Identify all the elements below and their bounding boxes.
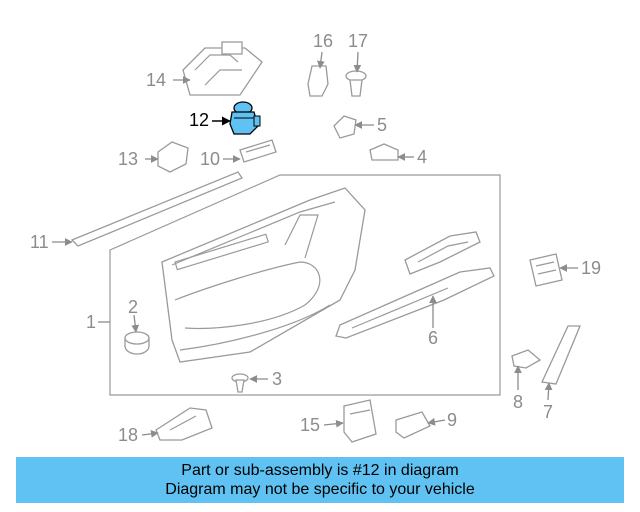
cup-holder-18	[155, 407, 213, 441]
callout-10: 10	[200, 149, 220, 169]
callout-18: 18	[118, 425, 138, 445]
armrest-trim	[335, 267, 495, 339]
callout-12: 12	[189, 110, 209, 130]
callout-17: 17	[348, 31, 368, 51]
callout-5: 5	[377, 115, 387, 135]
callout-8: 8	[513, 392, 523, 412]
info-banner: Part or sub-assembly is #12 in diagram D…	[16, 457, 624, 503]
callout-15: 15	[300, 415, 320, 435]
clip-5	[333, 115, 357, 139]
callout-16: 16	[313, 31, 333, 51]
callout-3: 3	[272, 369, 282, 389]
switch-9	[395, 411, 431, 439]
switch-15	[343, 399, 377, 443]
door-trim-panel	[161, 187, 366, 363]
callout-13: 13	[118, 149, 138, 169]
switch-19	[529, 253, 563, 287]
callout-7: 7	[543, 402, 553, 422]
banner-line-1: Part or sub-assembly is #12 in diagram	[181, 462, 459, 479]
door-panel-frame	[109, 174, 501, 396]
callout-14: 14	[146, 70, 166, 90]
callout-1: 1	[86, 312, 96, 332]
callout-9: 9	[447, 410, 457, 430]
switch-bezel-strip	[174, 233, 269, 271]
callout-4: 4	[417, 147, 427, 167]
belt-molding	[70, 171, 243, 247]
retainer-4	[369, 143, 399, 161]
mirror-switch-highlighted	[229, 101, 261, 135]
switch-13	[157, 141, 189, 173]
callout-6: 6	[428, 328, 438, 348]
callout-2: 2	[128, 297, 138, 317]
switch-10	[239, 139, 277, 163]
push-pin-3	[231, 373, 249, 393]
window-switch	[182, 41, 263, 96]
trim-strip-7	[541, 325, 581, 385]
banner-line-2: Diagram may not be specific to your vehi…	[165, 481, 475, 498]
clip-17	[345, 70, 367, 97]
callout-19: 19	[581, 258, 601, 278]
fastener-16	[307, 65, 329, 97]
pull-handle	[404, 231, 481, 275]
callout-11: 11	[30, 232, 49, 252]
bracket-8	[511, 349, 542, 369]
knob-2	[124, 331, 150, 355]
callout-labels: 14 12 13 10 11 16 17 5 4 1 2 3 6 19 8 7 …	[30, 31, 601, 445]
leader-lines	[52, 51, 578, 438]
